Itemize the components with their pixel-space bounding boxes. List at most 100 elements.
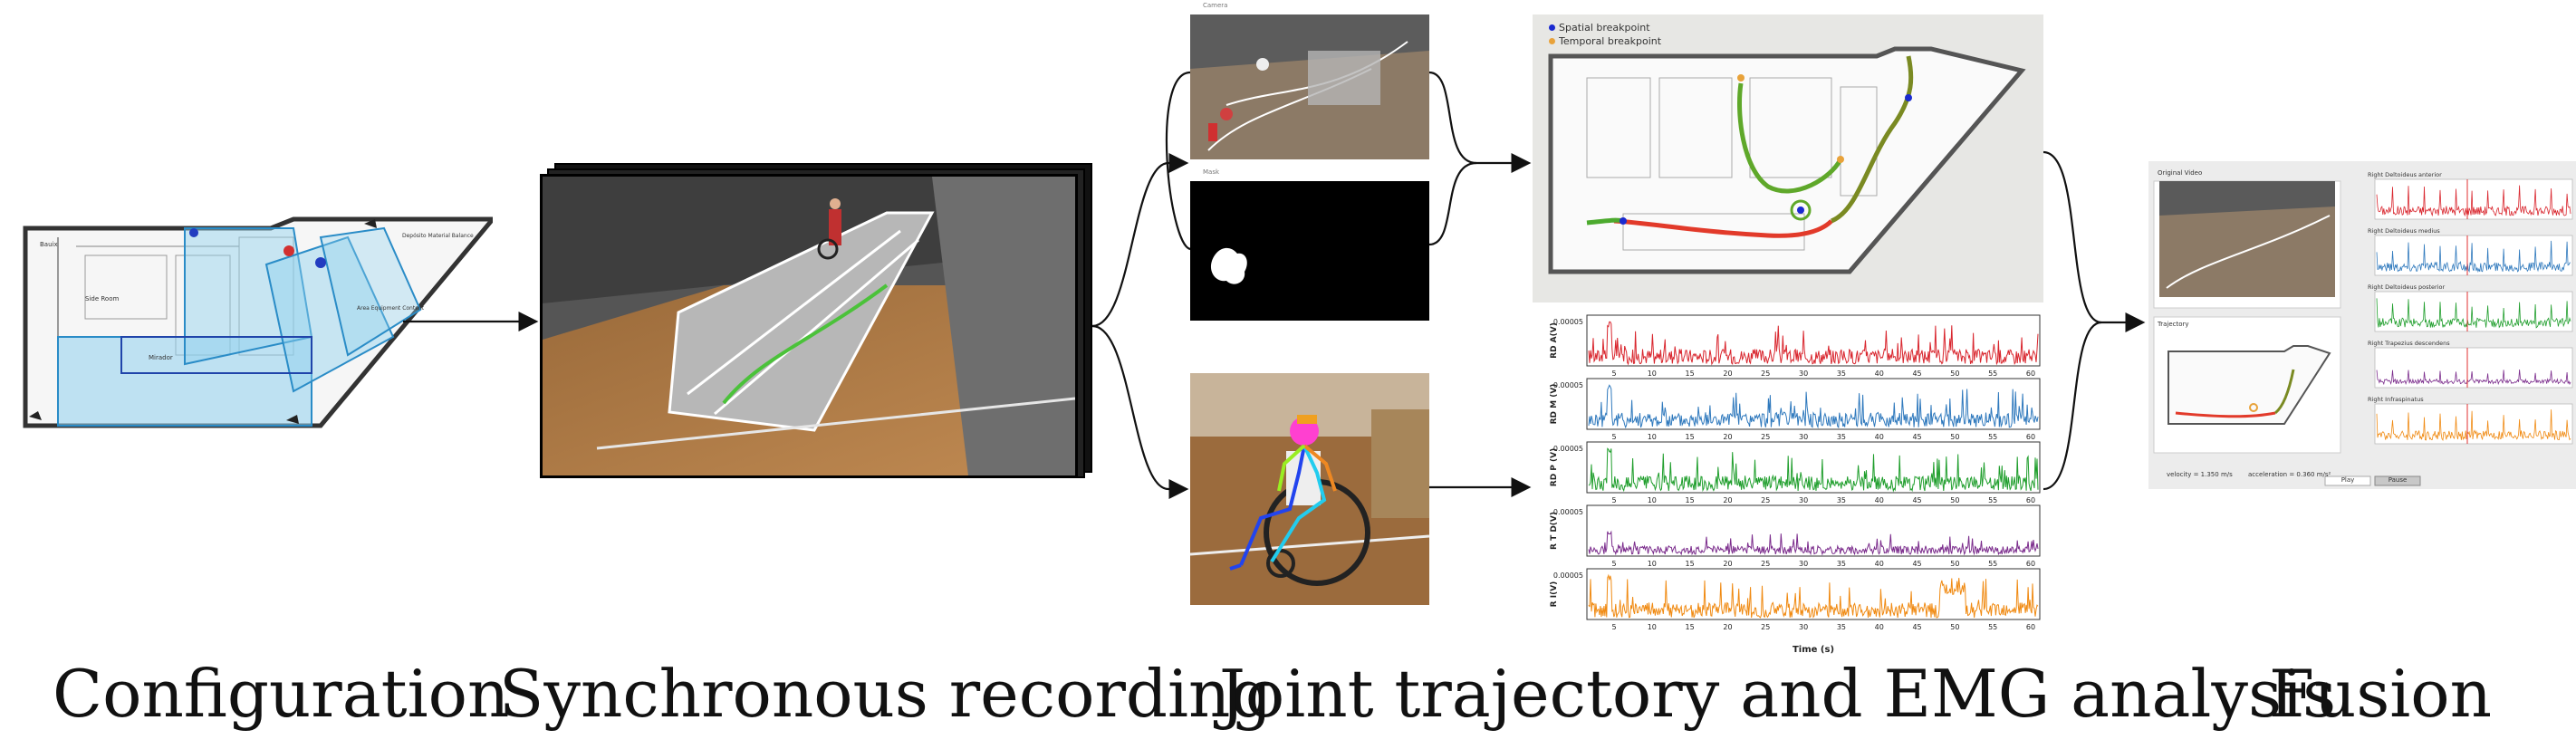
emg-signal-line: [1588, 384, 2039, 429]
fusion-emg-line: [2376, 185, 2571, 217]
emg-xtick-label: 45: [1912, 496, 1921, 504]
room-label: Area Equipment Content: [357, 305, 425, 312]
emg-xtick-label: 40: [1875, 433, 1884, 441]
emg-xtick-label: 30: [1799, 370, 1808, 378]
emg-xtick-label: 20: [1723, 433, 1732, 441]
emg-xtick-label: 55: [1988, 560, 1997, 568]
emg-xtick-label: 20: [1723, 560, 1732, 568]
emg-xtick-label: 40: [1875, 623, 1884, 631]
fusion-pause-button[interactable]: Pause: [2388, 476, 2408, 484]
configuration-floor-plan: Bauix Side Room Mirador Depósito Materia…: [23, 216, 493, 428]
emg-xtick-label: 30: [1799, 496, 1808, 504]
emg-xtick-label: 30: [1799, 623, 1808, 631]
emg-xtick-label: 15: [1686, 370, 1695, 378]
emg-xtick-label: 50: [1950, 433, 1959, 441]
emg-xtick-label: 60: [2026, 623, 2035, 631]
room-label: Side Room: [85, 295, 119, 302]
fusion-channel-title: Right Trapezius descendens: [2368, 340, 2450, 347]
caption-configuration: Configuration: [53, 656, 510, 732]
segmentation-mask-frame: [1190, 181, 1429, 321]
emg-xtick-label: 45: [1912, 433, 1921, 441]
camera-window-title: Camera: [1203, 2, 1228, 9]
emg-xtick-label: 50: [1950, 496, 1959, 504]
emg-xtick-label: 60: [2026, 433, 2035, 441]
emg-xtick-label: 50: [1950, 560, 1959, 568]
legend-spatial-label: Spatial breakpoint: [1559, 22, 1650, 34]
emg-xtick-label: 10: [1648, 433, 1657, 441]
fusion-channel-title: Right Deltoideus posterior: [2368, 283, 2446, 291]
emg-xaxis-label: Time (s): [1793, 645, 1834, 654]
emg-xtick-label: 30: [1799, 433, 1808, 441]
fusion-channel-title: Right Deltoideus medius: [2368, 227, 2440, 235]
emg-ytick-label: 0.00005: [1553, 318, 1583, 326]
emg-channel-label: RD P (V): [1550, 448, 1559, 486]
emg-signal-line: [1588, 447, 2039, 493]
emg-xtick-label: 35: [1837, 370, 1846, 378]
fusion-channel-title: Right Deltoideus anterior: [2368, 171, 2442, 178]
emg-xtick-label: 35: [1837, 433, 1846, 441]
overhead-camera-frame: [1190, 14, 1429, 159]
emg-xtick-label: 5: [1611, 560, 1616, 568]
fusion-emg-line: [2376, 240, 2571, 274]
emg-signal-line: [1588, 321, 2039, 366]
emg-channel-label: R I(V): [1550, 581, 1559, 608]
emg-xtick-label: 35: [1837, 623, 1846, 631]
emg-xtick-label: 10: [1648, 560, 1657, 568]
spatial-breakpoint-marker-icon: [1549, 24, 1555, 31]
fusion-play-button[interactable]: Play: [2341, 476, 2355, 484]
trajectory-panel: [1533, 14, 2043, 302]
emg-channel-label: RD M (V): [1550, 384, 1559, 425]
fusion-velocity-readout: velocity = 1.350 m/s: [2167, 471, 2233, 478]
emg-xtick-label: 45: [1912, 623, 1921, 631]
emg-xtick-label: 35: [1837, 560, 1846, 568]
emg-xtick-label: 5: [1611, 370, 1616, 378]
fusion-emg-line: [2376, 298, 2571, 329]
emg-xtick-label: 25: [1761, 433, 1770, 441]
fusion-emg-line: [2376, 409, 2571, 441]
emg-xtick-label: 5: [1611, 496, 1616, 504]
emg-ytick-label: 0.00005: [1553, 381, 1583, 389]
mask-window-title: Mask: [1203, 168, 1220, 176]
caption-joint-trajectory-emg: Joint trajectory and EMG analysis: [1219, 656, 2337, 732]
emg-xtick-label: 20: [1723, 370, 1732, 378]
emg-xtick-label: 45: [1912, 560, 1921, 568]
emg-xtick-label: 55: [1988, 370, 1997, 378]
emg-xtick-label: 50: [1950, 623, 1959, 631]
emg-xtick-label: 20: [1723, 623, 1732, 631]
emg-xtick-label: 25: [1761, 496, 1770, 504]
fusion-emg-line: [2376, 369, 2571, 386]
emg-xtick-label: 55: [1988, 623, 1997, 631]
emg-xtick-label: 10: [1648, 623, 1657, 631]
caption-fusion: Fusion: [2269, 656, 2493, 732]
fusion-acceleration-readout: acceleration = 0.360 m/s²: [2248, 471, 2331, 478]
room-label: Mirador: [149, 354, 173, 361]
legend-spatial: Spatial breakpoint: [1549, 22, 1650, 34]
emg-xtick-label: 5: [1611, 623, 1616, 631]
emg-xtick-label: 15: [1686, 560, 1695, 568]
emg-channel-label: R T D(V): [1550, 512, 1559, 550]
temporal-breakpoint-marker-icon: [1549, 38, 1555, 44]
fusion-original-video-label: Original Video: [2158, 169, 2203, 177]
emg-xtick-label: 60: [2026, 496, 2035, 504]
emg-xtick-label: 60: [2026, 560, 2035, 568]
emg-xtick-label: 40: [1875, 496, 1884, 504]
pose-estimation-frame: [1190, 373, 1429, 605]
emg-xtick-label: 25: [1761, 370, 1770, 378]
legend-temporal-label: Temporal breakpoint: [1559, 35, 1662, 47]
emg-xtick-label: 55: [1988, 496, 1997, 504]
emg-xtick-label: 15: [1686, 623, 1695, 631]
emg-xtick-label: 10: [1648, 370, 1657, 378]
fusion-channel-title: Right Infraspinatus: [2368, 396, 2424, 403]
emg-xtick-label: 25: [1761, 560, 1770, 568]
room-label: Depósito Material Balance: [402, 233, 474, 239]
fusion-trajectory-label: Trajectory: [2158, 321, 2189, 328]
emg-signal-line: [1588, 573, 2039, 619]
emg-xtick-label: 50: [1950, 370, 1959, 378]
emg-xtick-label: 40: [1875, 370, 1884, 378]
emg-signal-line: [1588, 530, 2039, 556]
